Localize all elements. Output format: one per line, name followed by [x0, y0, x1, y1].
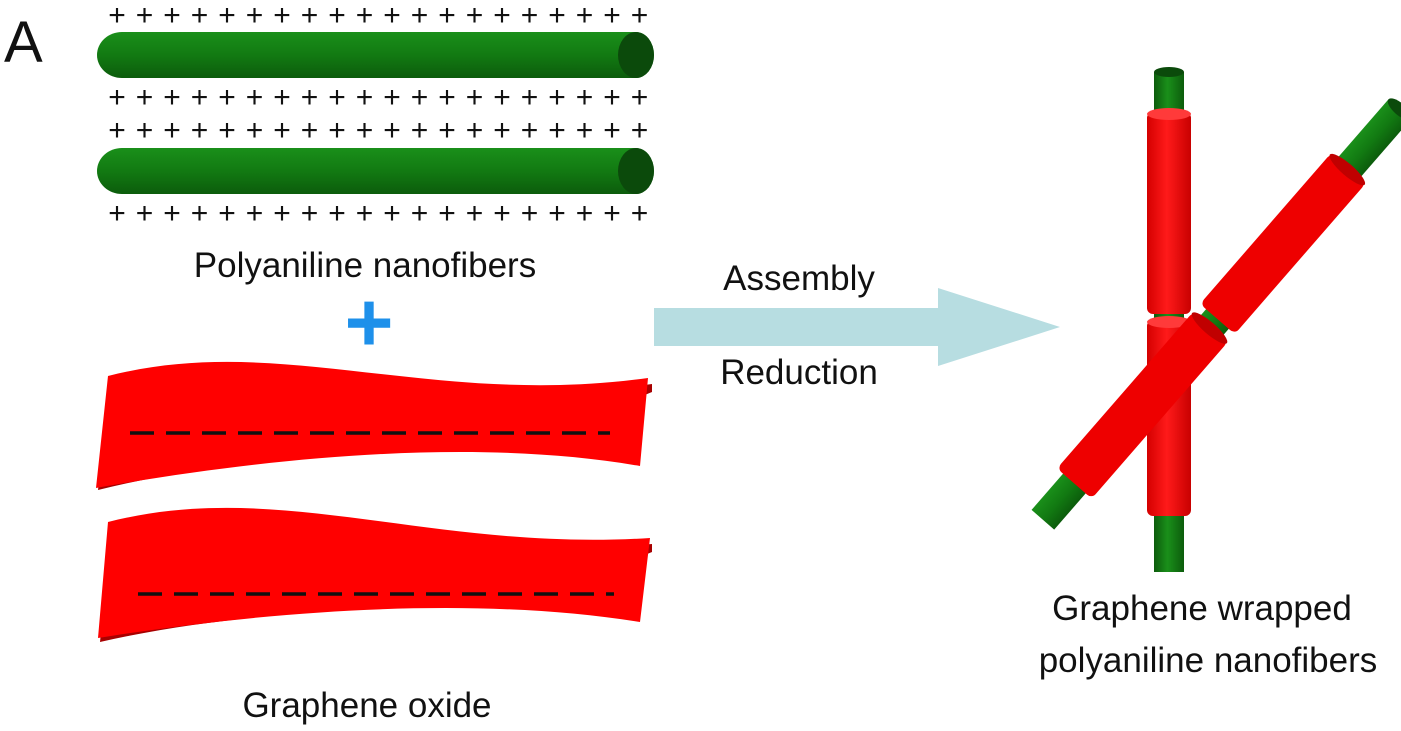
wrapped-nanofiber-diagonal: [1031, 98, 1401, 530]
polyaniline-nanofiber-1: [97, 32, 654, 78]
positive-charge-symbol: +: [493, 114, 511, 147]
positive-charge-symbol: +: [548, 81, 566, 114]
product-label-line2: polyaniline nanofibers: [1039, 641, 1378, 680]
positive-charge-symbol: +: [301, 114, 319, 147]
polyaniline-nanofibers-label: Polyaniline nanofibers: [194, 246, 536, 285]
positive-charge-symbol: +: [466, 197, 484, 230]
positive-charge-symbol: +: [383, 197, 401, 230]
positive-charge-symbol: +: [356, 114, 374, 147]
positive-charge-rows: ++++++++++++++++++++++++++++++++++++++++…: [108, 0, 648, 230]
positive-charge-symbol: +: [411, 0, 429, 32]
positive-charge-symbol: +: [603, 0, 621, 32]
positive-charge-symbol: +: [438, 114, 456, 147]
positive-charge-symbol: +: [191, 114, 209, 147]
positive-charge-symbol: +: [246, 197, 264, 230]
positive-charge-symbol: +: [356, 81, 374, 114]
positive-charge-symbol: +: [576, 0, 594, 32]
wrapped-nanofiber-vertical: [1147, 67, 1191, 572]
assembly-label: Assembly: [723, 259, 875, 298]
positive-charge-symbol: +: [218, 81, 236, 114]
product-label-line1: Graphene wrapped: [1052, 589, 1352, 628]
panel-label: A: [4, 10, 43, 75]
positive-charge-symbol: +: [218, 114, 236, 147]
positive-charge-symbol: +: [136, 0, 154, 32]
positive-charge-symbol: +: [466, 0, 484, 32]
positive-charge-symbol: +: [328, 81, 346, 114]
positive-charge-symbol: +: [108, 81, 126, 114]
positive-charge-symbol: +: [603, 81, 621, 114]
positive-charge-symbol: +: [108, 0, 126, 32]
positive-charge-symbol: +: [411, 114, 429, 147]
positive-charge-symbol: +: [603, 114, 621, 147]
positive-charge-symbol: +: [521, 197, 539, 230]
graphene-oxide-sheet-2: [98, 507, 652, 642]
positive-charge-symbol: +: [108, 197, 126, 230]
positive-charge-symbol: +: [273, 197, 291, 230]
positive-charge-symbol: +: [163, 114, 181, 147]
positive-charge-symbol: +: [631, 0, 649, 32]
positive-charge-symbol: +: [218, 197, 236, 230]
positive-charge-symbol: +: [493, 0, 511, 32]
positive-charge-symbol: +: [438, 81, 456, 114]
positive-charge-symbol: +: [136, 81, 154, 114]
combine-plus-symbol: +: [344, 275, 393, 369]
positive-charge-symbol: +: [521, 81, 539, 114]
positive-charge-symbol: +: [328, 197, 346, 230]
positive-charge-symbol: +: [191, 81, 209, 114]
positive-charge-symbol: +: [356, 0, 374, 32]
positive-charge-symbol: +: [383, 114, 401, 147]
positive-charge-symbol: +: [328, 114, 346, 147]
positive-charge-symbol: +: [493, 197, 511, 230]
positive-charge-symbol: +: [383, 81, 401, 114]
graphene-oxide-sheet-1: [96, 361, 652, 490]
positive-charge-symbol: +: [273, 0, 291, 32]
reduction-label: Reduction: [720, 353, 878, 392]
positive-charge-symbol: +: [108, 114, 126, 147]
positive-charge-symbol: +: [411, 197, 429, 230]
positive-charge-symbol: +: [356, 197, 374, 230]
positive-charge-symbol: +: [438, 197, 456, 230]
positive-charge-symbol: +: [576, 81, 594, 114]
positive-charge-symbol: +: [246, 81, 264, 114]
positive-charge-symbol: +: [548, 0, 566, 32]
positive-charge-symbol: +: [136, 114, 154, 147]
positive-charge-symbol: +: [603, 197, 621, 230]
positive-charge-symbol: +: [301, 0, 319, 32]
positive-charge-symbol: +: [411, 81, 429, 114]
positive-charge-symbol: +: [521, 114, 539, 147]
positive-charge-symbol: +: [548, 197, 566, 230]
positive-charge-symbol: +: [576, 197, 594, 230]
positive-charge-symbol: +: [576, 114, 594, 147]
positive-charge-symbol: +: [521, 0, 539, 32]
positive-charge-symbol: +: [466, 81, 484, 114]
positive-charge-symbol: +: [136, 197, 154, 230]
positive-charge-symbol: +: [163, 0, 181, 32]
positive-charge-symbol: +: [246, 114, 264, 147]
positive-charge-symbol: +: [191, 0, 209, 32]
positive-charge-symbol: +: [191, 197, 209, 230]
positive-charge-symbol: +: [631, 81, 649, 114]
positive-charge-symbol: +: [438, 0, 456, 32]
positive-charge-symbol: +: [466, 114, 484, 147]
polyaniline-nanofiber-2: [97, 148, 654, 194]
positive-charge-symbol: +: [383, 0, 401, 32]
graphene-oxide-label: Graphene oxide: [242, 686, 491, 725]
process-arrow: [654, 288, 1060, 366]
positive-charge-symbol: +: [273, 114, 291, 147]
positive-charge-symbol: +: [301, 197, 319, 230]
positive-charge-symbol: +: [218, 0, 236, 32]
positive-charge-symbol: +: [301, 81, 319, 114]
positive-charge-symbol: +: [273, 81, 291, 114]
positive-charge-symbol: +: [328, 0, 346, 32]
positive-charge-symbol: +: [631, 114, 649, 147]
positive-charge-symbol: +: [163, 81, 181, 114]
positive-charge-symbol: +: [493, 81, 511, 114]
positive-charge-symbol: +: [631, 197, 649, 230]
positive-charge-symbol: +: [246, 0, 264, 32]
positive-charge-symbol: +: [163, 197, 181, 230]
positive-charge-symbol: +: [548, 114, 566, 147]
